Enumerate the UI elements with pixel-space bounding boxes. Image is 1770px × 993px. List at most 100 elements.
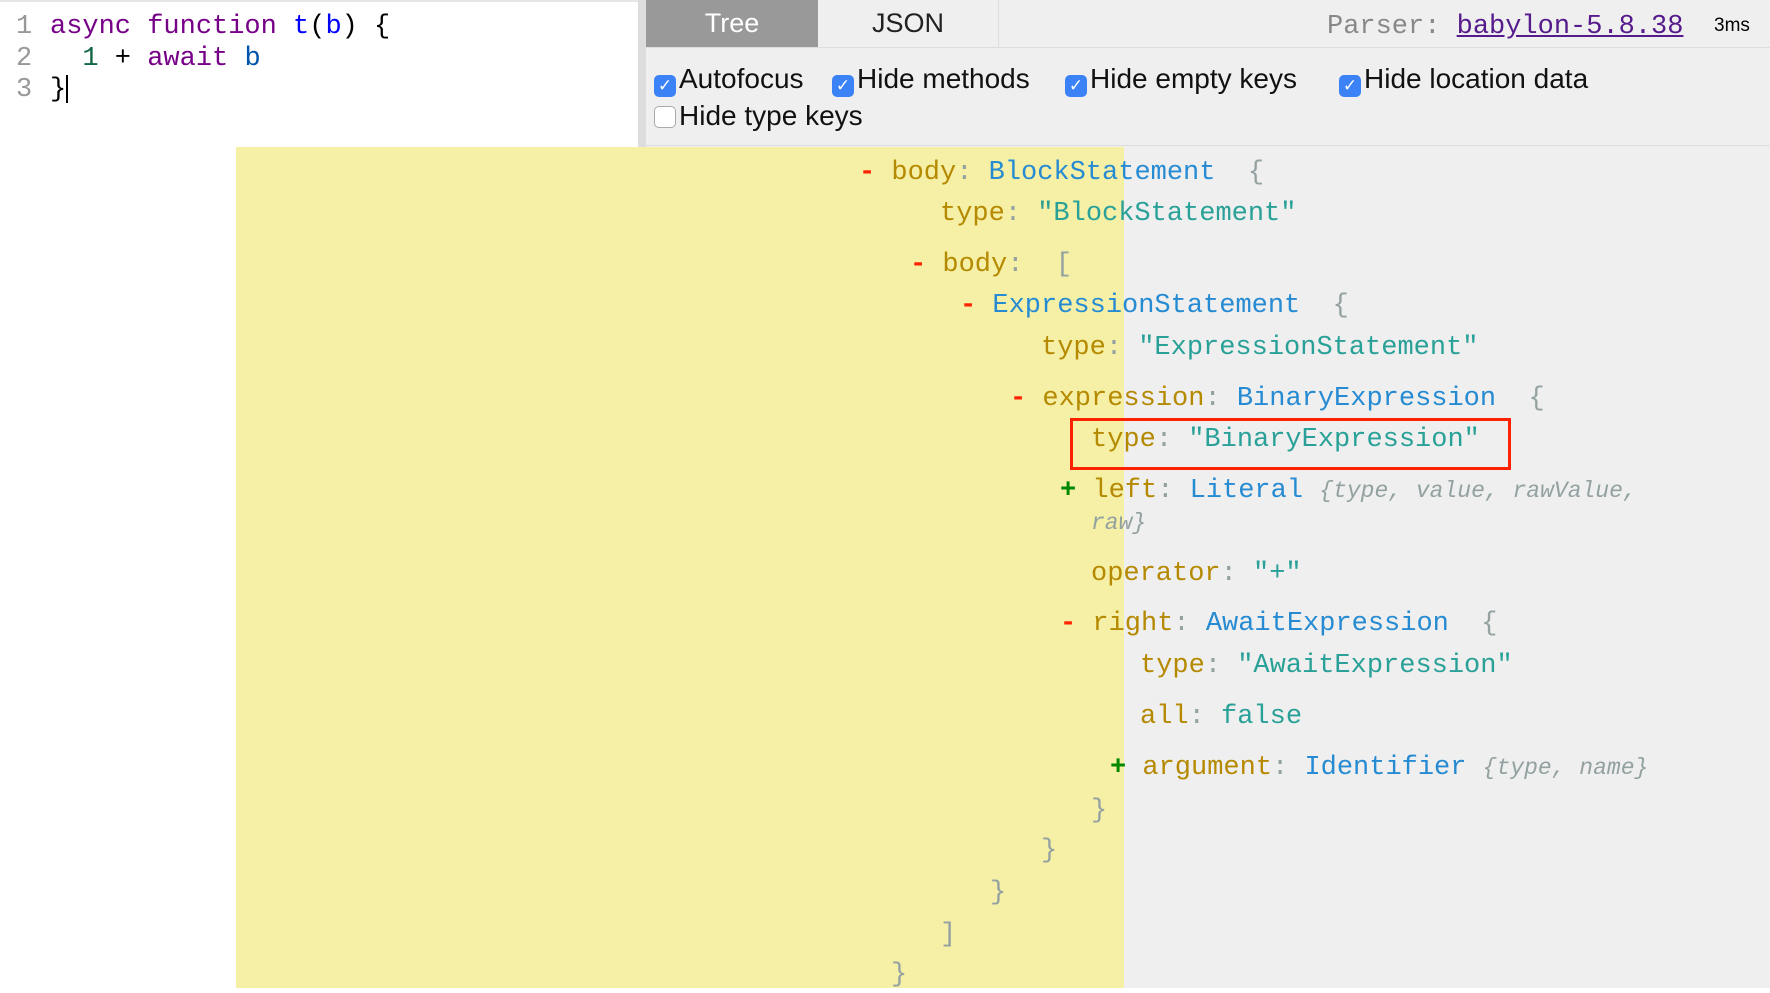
close-brace: } xyxy=(1091,796,1108,826)
code-text: async function t(b) { xyxy=(50,11,390,43)
key: type xyxy=(940,199,1005,229)
tree-prop-type: type: "BlockStatement" xyxy=(940,199,1297,229)
text-cursor xyxy=(66,74,69,103)
key: type xyxy=(1140,651,1205,681)
key: body xyxy=(942,250,1008,280)
option-hide-methods[interactable]: ✓Hide methods xyxy=(832,63,1030,97)
close-brace: } xyxy=(990,878,1007,908)
parser-link[interactable]: babylon-5.8.38 xyxy=(1456,12,1684,42)
code-token: ) { xyxy=(341,12,391,42)
key: operator xyxy=(1091,559,1221,589)
close-brace: } xyxy=(891,960,908,990)
node-type: AwaitExpression xyxy=(1205,609,1449,639)
tree-prop-type: type: "AwaitExpression" xyxy=(1140,651,1513,681)
option-hide-type-keys[interactable]: Hide type keys xyxy=(654,101,863,131)
highlight-box xyxy=(1070,418,1511,470)
collapse-icon[interactable]: - xyxy=(1060,609,1093,639)
tree-node-expression[interactable]: - expression: BinaryExpression { xyxy=(1010,384,1545,414)
code-token xyxy=(228,44,244,74)
close-brace: } xyxy=(1041,836,1058,866)
option-label: Hide type keys xyxy=(679,100,863,131)
code-text: 1 + await b xyxy=(50,43,261,75)
key: type xyxy=(1091,425,1156,455)
value: false xyxy=(1221,702,1303,732)
value: "+" xyxy=(1253,559,1302,589)
code-token: async xyxy=(50,12,132,42)
option-label: Hide location data xyxy=(1364,63,1589,94)
summary: type, name xyxy=(1496,755,1635,781)
line-number: 1 xyxy=(16,12,33,42)
code-token: b xyxy=(244,43,261,74)
tree-node-right[interactable]: - right: AwaitExpression { xyxy=(1060,609,1498,639)
line-number: 2 xyxy=(16,43,33,74)
key: left xyxy=(1092,476,1158,506)
collapse-icon[interactable]: - xyxy=(859,158,892,188)
key: expression xyxy=(1042,384,1205,414)
checkbox-checked-icon[interactable]: ✓ xyxy=(654,75,676,97)
code-token: b xyxy=(325,12,342,42)
tree-node-argument[interactable]: + argument: Identifier {type, name} xyxy=(1110,753,1649,783)
value: "BlockStatement" xyxy=(1037,199,1297,229)
tab-tree[interactable]: Tree xyxy=(646,0,818,47)
tree-prop-all: all: false xyxy=(1140,702,1303,732)
key: all xyxy=(1140,702,1189,732)
expand-icon[interactable]: + xyxy=(1060,476,1093,506)
key: type xyxy=(1041,333,1106,363)
node-type: Identifier xyxy=(1304,753,1467,783)
node-type: BlockStatement xyxy=(988,158,1216,188)
node-type: BinaryExpression xyxy=(1236,384,1497,414)
code-token: t xyxy=(293,12,310,42)
tree-prop-type-highlighted: type: "BinaryExpression" xyxy=(1091,425,1480,455)
tree-options: ✓Autofocus ✓Hide methods ✓Hide empty key… xyxy=(646,48,1770,146)
code-token: 1 xyxy=(82,43,99,74)
checkbox-checked-icon[interactable]: ✓ xyxy=(1339,75,1361,97)
output-toolbar: Tree JSON Parser: babylon-5.8.38 3ms xyxy=(646,0,1770,48)
tab-json[interactable]: JSON xyxy=(818,0,999,47)
key: body xyxy=(891,158,957,188)
collapse-icon[interactable]: - xyxy=(960,291,993,321)
parser-info: Parser: babylon-5.8.38 xyxy=(1327,12,1683,42)
code-token: function xyxy=(147,12,277,42)
checkbox-unchecked-icon[interactable] xyxy=(654,106,676,128)
code-token xyxy=(50,44,82,74)
tree-node-expression-statement[interactable]: - ExpressionStatement { xyxy=(960,291,1349,321)
summary: raw xyxy=(1091,510,1133,536)
code-token xyxy=(131,12,147,42)
ast-tree xyxy=(236,147,1124,988)
tree-node-body-array[interactable]: - body: [ xyxy=(910,250,1073,280)
checkbox-checked-icon[interactable]: ✓ xyxy=(1065,75,1087,97)
tree-node-body[interactable]: - body: BlockStatement { xyxy=(859,158,1265,188)
collapse-icon[interactable]: - xyxy=(1010,384,1043,414)
tree-node-left[interactable]: + left: Literal {type, value, rawValue, xyxy=(1060,476,1637,506)
node-type: Literal xyxy=(1189,476,1304,506)
parse-time: 3ms xyxy=(1714,15,1750,36)
code-text: } xyxy=(50,74,69,106)
option-label: Hide methods xyxy=(857,63,1030,94)
expand-icon[interactable]: + xyxy=(1110,753,1143,783)
close-bracket: ] xyxy=(940,920,957,950)
key: right xyxy=(1092,609,1174,639)
code-token: await xyxy=(147,43,229,74)
value: "AwaitExpression" xyxy=(1237,651,1513,681)
code-token: + xyxy=(98,43,148,74)
code-token xyxy=(277,12,293,42)
tree-prop-type: type: "ExpressionStatement" xyxy=(1041,333,1479,363)
summary: type, value, rawValue, xyxy=(1333,478,1637,504)
option-autofocus[interactable]: ✓Autofocus xyxy=(654,63,804,97)
line-number: 3 xyxy=(16,75,33,105)
checkbox-checked-icon[interactable]: ✓ xyxy=(832,75,854,97)
node-type: ExpressionStatement xyxy=(992,291,1301,321)
option-label: Hide empty keys xyxy=(1090,63,1297,94)
parser-label: Parser: xyxy=(1327,12,1457,42)
code-token: } xyxy=(50,75,67,105)
tree-node-left-summary: raw} xyxy=(1091,510,1147,536)
value: "BinaryExpression" xyxy=(1188,425,1480,455)
option-label: Autofocus xyxy=(679,63,804,94)
option-hide-empty-keys[interactable]: ✓Hide empty keys xyxy=(1065,63,1297,97)
collapse-icon[interactable]: - xyxy=(910,250,943,280)
option-hide-location-data[interactable]: ✓Hide location data xyxy=(1339,63,1589,97)
tree-prop-operator: operator: "+" xyxy=(1091,559,1302,589)
key: argument xyxy=(1142,753,1273,783)
value: "ExpressionStatement" xyxy=(1138,333,1479,363)
code-token: ( xyxy=(309,12,326,42)
